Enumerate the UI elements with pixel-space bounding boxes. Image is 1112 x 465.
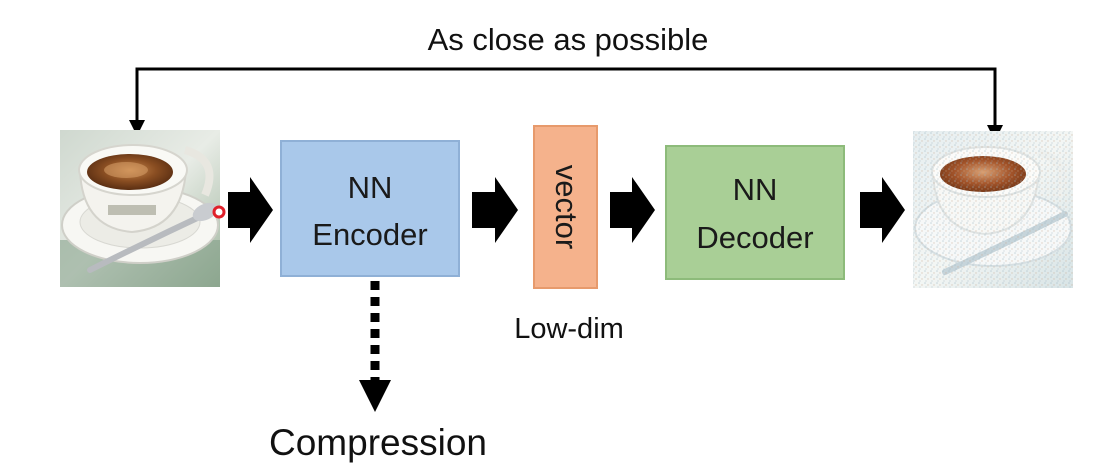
- decoder-label-line2: Decoder: [696, 220, 813, 255]
- arrow-input-to-encoder: [228, 177, 273, 243]
- feedback-line: [135, 67, 997, 127]
- compression-label: Compression: [269, 422, 487, 463]
- input-image: [60, 130, 226, 287]
- encoder-label-line1: NN: [348, 170, 393, 205]
- vector-label: vector: [549, 165, 584, 249]
- arrow-vector-to-decoder: [610, 177, 655, 243]
- compression-arrowhead: [359, 380, 391, 412]
- arrow-decoder-to-output: [860, 177, 905, 243]
- decoder-box: NN Decoder: [665, 145, 845, 280]
- output-image: [913, 131, 1073, 288]
- vector-caption: Low-dim: [514, 313, 624, 345]
- compression-arrow: [359, 281, 391, 412]
- arrow-encoder-to-vector: [472, 177, 518, 243]
- encoder-label-line2: Encoder: [312, 217, 427, 252]
- decoder-label-line1: NN: [733, 172, 778, 207]
- encoder-box: NN Encoder: [280, 140, 460, 277]
- feedback-label: As close as possible: [428, 22, 709, 57]
- cursor-marker-icon: [212, 205, 226, 219]
- vector-box: vector: [533, 125, 598, 289]
- feedback-arrowhead-left: [129, 120, 145, 136]
